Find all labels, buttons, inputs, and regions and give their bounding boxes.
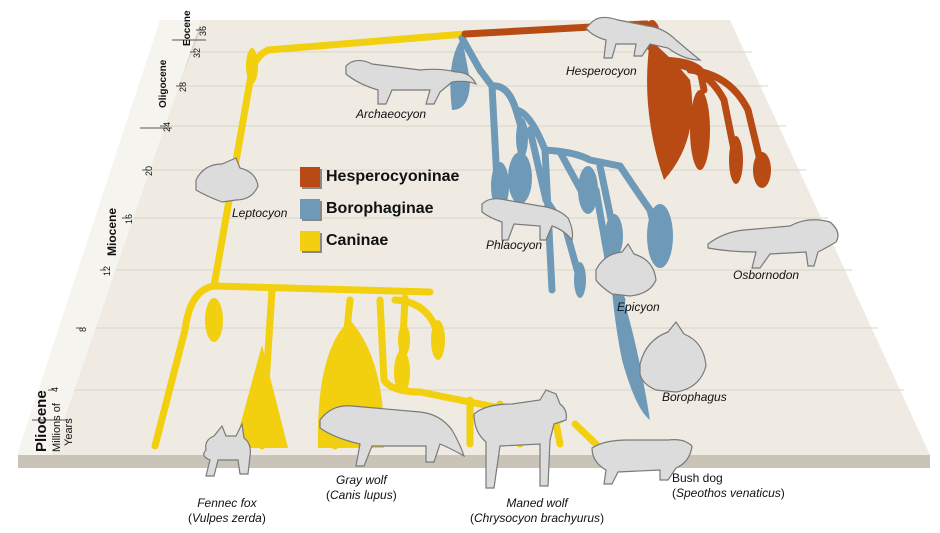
caninae-blob-a bbox=[205, 298, 223, 342]
caninae-blob-d bbox=[398, 324, 410, 356]
borophagus-illustration bbox=[639, 320, 707, 393]
borophaginae-blob-5 bbox=[605, 214, 623, 258]
unit-label: Millions of Years bbox=[51, 402, 75, 452]
bush-dog-illustration bbox=[591, 439, 693, 485]
legend-swatch-borophaginae bbox=[300, 199, 320, 219]
hesperocyoninae-blob-b bbox=[690, 90, 710, 170]
tick-label-24: 24 bbox=[162, 122, 172, 132]
tick-label-8: 8 bbox=[78, 327, 88, 332]
epoch-label-eocene: Eocene bbox=[182, 10, 193, 46]
legend-label-borophaginae: Borophaginae bbox=[326, 200, 434, 217]
caption-fennec-sci: Vulpes zerda bbox=[192, 511, 262, 525]
legend-item-caninae: Caninae bbox=[300, 230, 459, 252]
caption-fennec-sci-wrap: (Vulpes zerda) bbox=[188, 511, 266, 525]
borophaginae-blob-7 bbox=[574, 262, 586, 298]
tick-labels: 36 32 28 24 20 16 12 8 4 bbox=[50, 26, 208, 392]
borophaginae-branch-6 bbox=[596, 162, 616, 228]
caninae-blob-c bbox=[431, 320, 445, 360]
hesperocyoninae-blobs bbox=[644, 20, 771, 188]
unit-label-line2: Years bbox=[63, 418, 75, 446]
caption-fennec-common: Fennec fox bbox=[197, 496, 257, 510]
hesperocyoninae-branch-3 bbox=[686, 66, 764, 164]
tick-label-36: 36 bbox=[198, 26, 208, 36]
label-phlaocyon: Phlaocyon bbox=[486, 238, 543, 252]
archaeocyon-illustration bbox=[345, 59, 478, 105]
borophaginae-borophagus-lineage bbox=[610, 260, 650, 420]
caption-fennec-fox: Fennec fox (Vulpes zerda) bbox=[188, 496, 266, 526]
caption-manedwolf-sci: Chrysocyon brachyurus bbox=[474, 511, 601, 525]
label-leptocyon: Leptocyon bbox=[232, 206, 288, 220]
epoch-label-miocene: Miocene bbox=[105, 208, 119, 256]
fennec-fox-illustration bbox=[203, 422, 251, 477]
tick-label-4: 4 bbox=[50, 387, 60, 392]
legend-swatch-hesperocyoninae bbox=[300, 167, 320, 187]
legend-label-hesperocyoninae: Hesperocyoninae bbox=[326, 168, 460, 185]
borophaginae-blob-1 bbox=[491, 162, 509, 210]
caninae-blob-top bbox=[246, 48, 258, 84]
epoch-label-pliocene: Pliocene bbox=[33, 390, 50, 452]
hesperocyoninae-blob-c bbox=[729, 136, 743, 184]
board-front bbox=[18, 455, 930, 468]
legend-label-caninae: Caninae bbox=[326, 232, 389, 249]
caninae-crossbar-1 bbox=[210, 282, 434, 296]
borophaginae-stem bbox=[458, 34, 496, 90]
caption-gray-wolf: Gray wolf (Canis lupus) bbox=[326, 473, 397, 503]
tick-label-28: 28 bbox=[178, 82, 188, 92]
time-scale-ticks bbox=[32, 29, 206, 421]
legend-swatch-caninae bbox=[300, 231, 320, 251]
osbornodon-illustration bbox=[707, 219, 839, 269]
tick-label-16: 16 bbox=[124, 214, 134, 224]
unit-label-line1: Millions of bbox=[51, 402, 63, 452]
hesperocyoninae-blob-main bbox=[647, 40, 693, 180]
gray-wolf-illustration bbox=[319, 405, 466, 467]
borophaginae-branch-7 bbox=[616, 162, 664, 254]
borophaginae-blob-4 bbox=[578, 166, 598, 214]
caption-bushdog-sci-wrap: (Speothos venaticus) bbox=[672, 486, 785, 500]
leptocyon-illustration bbox=[195, 157, 259, 203]
animal-illustrations bbox=[195, 16, 839, 489]
time-scale-panel bbox=[18, 20, 200, 455]
caption-manedwolf-sci-wrap: (Chrysocyon brachyurus) bbox=[470, 511, 605, 525]
caninae-fan-fennec bbox=[234, 345, 288, 448]
label-archaeocyon: Archaeocyon bbox=[356, 107, 427, 121]
legend-item-hesperocyoninae: Hesperocyoninae bbox=[300, 166, 459, 188]
caninae-crossbar-2 bbox=[151, 282, 218, 450]
caption-bushdog-common: Bush dog bbox=[672, 471, 723, 485]
legend: Hesperocyoninae Borophaginae Caninae bbox=[300, 166, 459, 262]
caninae-twig-5 bbox=[571, 420, 602, 450]
borophaginae-blob-3 bbox=[508, 152, 532, 204]
caption-manedwolf-common: Maned wolf bbox=[506, 496, 568, 510]
borophaginae-blob-2 bbox=[516, 118, 528, 158]
borophaginae-blob-6 bbox=[647, 204, 673, 268]
caption-graywolf-sci: Canis lupus bbox=[330, 488, 393, 502]
caninae-blob-b bbox=[394, 350, 410, 394]
tick-label-12: 12 bbox=[102, 266, 112, 276]
epicyon-illustration bbox=[595, 242, 657, 297]
label-borophagus: Borophagus bbox=[662, 390, 727, 404]
legend-item-borophaginae: Borophaginae bbox=[300, 198, 459, 220]
maned-wolf-illustration bbox=[473, 389, 567, 489]
phlaocyon-illustration bbox=[481, 198, 574, 242]
label-epicyon: Epicyon bbox=[617, 300, 660, 314]
label-osbornodon: Osbornodon bbox=[733, 268, 800, 282]
hesperocyoninae-blob-d bbox=[753, 152, 771, 188]
caption-maned-wolf: Maned wolf (Chrysocyon brachyurus) bbox=[470, 496, 604, 526]
caption-bush-dog: Bush dog (Speothos venaticus) bbox=[672, 471, 785, 501]
hesperocyon-illustration bbox=[585, 16, 702, 61]
epoch-label-oligocene: Oligocene bbox=[158, 59, 169, 108]
caption-graywolf-sci-wrap: (Canis lupus) bbox=[326, 488, 397, 502]
borophaginae-branch-4 bbox=[541, 146, 624, 170]
tick-label-32: 32 bbox=[192, 48, 202, 58]
epoch-labels: Eocene Oligocene Miocene Pliocene bbox=[33, 10, 193, 452]
caption-graywolf-common: Gray wolf bbox=[336, 473, 387, 487]
tick-label-20: 20 bbox=[144, 166, 154, 176]
label-hesperocyon: Hesperocyon bbox=[566, 64, 637, 78]
caption-bushdog-sci: Speothos venaticus bbox=[676, 486, 781, 500]
